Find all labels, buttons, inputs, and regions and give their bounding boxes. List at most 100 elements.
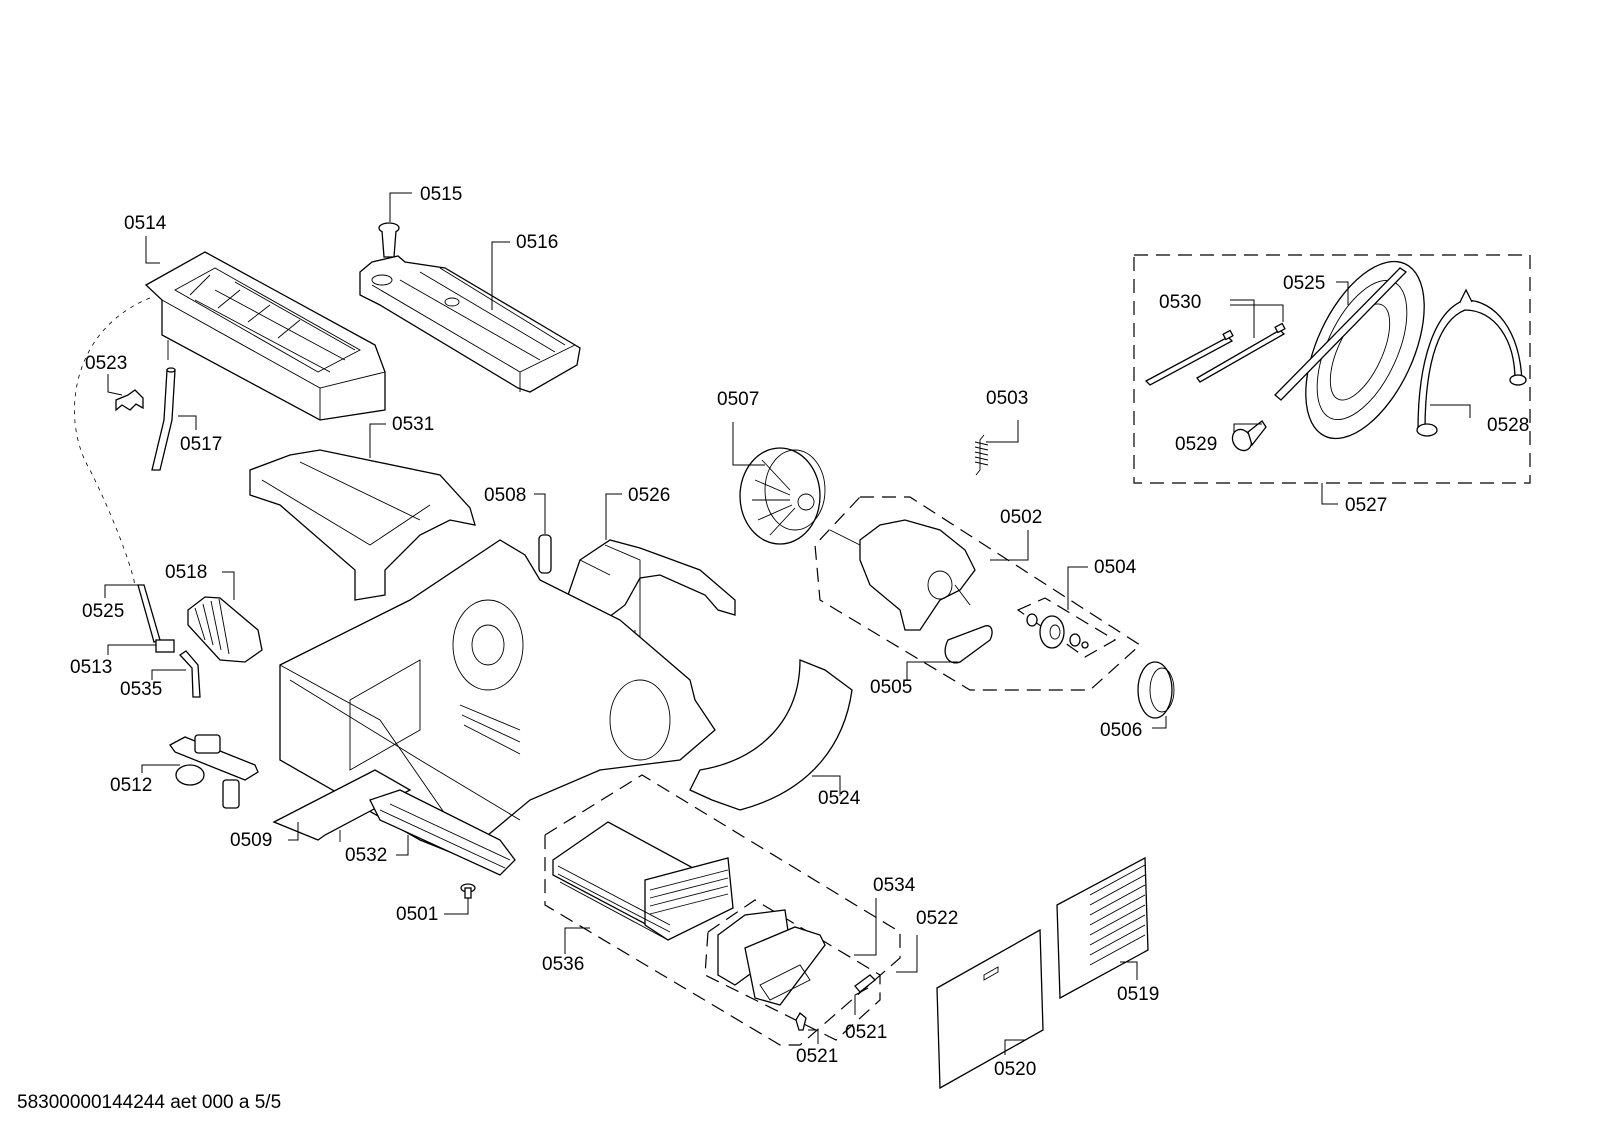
label-0526: 0526 — [628, 485, 670, 506]
part-0532-base-strip[interactable] — [369, 789, 516, 876]
label-0535: 0535 — [120, 679, 162, 700]
label-0509: 0509 — [230, 830, 272, 851]
label-0528: 0528 — [1487, 415, 1529, 436]
label-0522: 0522 — [916, 908, 958, 929]
label-0503: 0503 — [986, 388, 1028, 409]
part-0515-filler-neck[interactable] — [378, 222, 400, 258]
leader-0521-b — [854, 987, 869, 1015]
part-0509-cover-plate[interactable] — [272, 769, 412, 842]
leader-0528 — [1430, 404, 1471, 418]
part-0519-grille-panel[interactable] — [1056, 856, 1149, 1000]
part-0523-hose-clip[interactable] — [115, 389, 144, 412]
leader-0535 — [151, 669, 186, 680]
label-0519: 0519 — [1117, 984, 1159, 1005]
leader-0509 — [288, 822, 299, 841]
leader-0503 — [986, 420, 1019, 443]
label-0531: 0531 — [392, 414, 434, 435]
label-0507: 0507 — [717, 389, 759, 410]
leader-0529 — [1233, 423, 1262, 432]
label-0505: 0505 — [870, 677, 912, 698]
part-0514-housing[interactable] — [144, 251, 386, 421]
leader-0526 — [605, 493, 622, 540]
leader-0502 — [990, 530, 1029, 561]
label-0521-b: 0521 — [845, 1022, 887, 1043]
part-0521-latch-b[interactable] — [854, 974, 876, 993]
label-0501: 0501 — [396, 904, 438, 925]
group-0504-boundary — [1016, 597, 1117, 658]
leader-0505 — [906, 661, 958, 681]
group-0527-boundary — [1133, 254, 1531, 484]
label-0506: 0506 — [1100, 720, 1142, 741]
leader-0517 — [178, 415, 197, 430]
label-0529: 0529 — [1175, 434, 1217, 455]
routing-line — [74, 297, 151, 586]
part-0524-seal[interactable] — [689, 659, 853, 811]
label-0513: 0513 — [70, 657, 112, 678]
label-0525-left: 0525 — [82, 601, 124, 622]
part-0516-water-container[interactable] — [359, 255, 581, 393]
part-0502-motor[interactable] — [829, 519, 976, 631]
document-footer-code: 58300000144244 aet 000 a 5/5 — [17, 1092, 282, 1113]
leader-0520 — [1004, 1039, 1025, 1055]
leader-0506 — [1152, 716, 1167, 729]
label-0532: 0532 — [345, 845, 387, 866]
part-0529-connector[interactable] — [1229, 420, 1267, 454]
leader-0501 — [444, 898, 469, 915]
part-0530-cable-ties[interactable] — [1144, 322, 1286, 386]
leader-0518 — [222, 571, 235, 600]
label-0502: 0502 — [1000, 507, 1042, 528]
label-0525-kit: 0525 — [1283, 273, 1325, 294]
leader-0523 — [107, 374, 123, 396]
part-0525-hose-left[interactable] — [137, 584, 161, 643]
part-0520-door-flap[interactable] — [936, 928, 1044, 1090]
part-0512-pump[interactable] — [169, 734, 259, 809]
leader-0536 — [564, 927, 590, 954]
part-0521-latch-a[interactable] — [795, 1012, 807, 1031]
part-0504-pulley-set[interactable] — [1026, 613, 1089, 649]
label-0530: 0530 — [1159, 292, 1201, 313]
label-0516: 0516 — [516, 232, 558, 253]
leader-0524 — [812, 775, 841, 796]
leader-0531 — [369, 423, 386, 458]
part-0517-hose[interactable] — [151, 367, 176, 471]
leader-0534 — [854, 898, 877, 956]
leader-0521-a — [808, 1029, 819, 1044]
leader-0530 — [1230, 299, 1284, 338]
part-0535-hose-piece[interactable] — [179, 650, 201, 698]
part-0505-belt[interactable] — [944, 625, 993, 664]
leader-0515 — [389, 192, 412, 222]
leader-0504 — [1067, 566, 1088, 610]
part-0536-heat-exchanger[interactable] — [552, 821, 734, 941]
group-0534-boundary — [704, 899, 881, 1041]
label-0508: 0508 — [484, 485, 526, 506]
leader-0508 — [534, 493, 546, 534]
label-0517: 0517 — [180, 434, 222, 455]
part-0503-spring[interactable] — [974, 434, 989, 476]
part-0531-air-duct[interactable] — [249, 449, 476, 601]
label-0504: 0504 — [1094, 557, 1137, 578]
part-0508-sensor[interactable] — [538, 534, 552, 574]
part-0513-clip[interactable] — [155, 639, 175, 653]
label-0536: 0536 — [542, 954, 584, 975]
part-0528-hose-bracket[interactable] — [1416, 288, 1527, 437]
group-0502-boundary — [814, 496, 1141, 691]
label-0521-a: 0521 — [796, 1046, 838, 1067]
part-0525-coiled-hose[interactable] — [1274, 244, 1449, 457]
part-0501-screw[interactable] — [460, 883, 476, 899]
leader-0516 — [491, 241, 510, 310]
leader-0507 — [732, 422, 765, 466]
label-0514: 0514 — [124, 213, 167, 234]
leader-0522 — [896, 935, 918, 973]
label-0520: 0520 — [994, 1059, 1036, 1080]
leader-0532 — [396, 835, 409, 856]
leader-0519 — [1120, 961, 1138, 980]
leader-0525-kit — [1336, 281, 1349, 305]
label-0523: 0523 — [85, 353, 127, 374]
leader-0512 — [141, 764, 180, 773]
part-0518-cover[interactable] — [187, 596, 263, 663]
part-0507-fan-wheel[interactable] — [739, 447, 826, 545]
part-0534-fluff-filter[interactable] — [717, 909, 826, 1006]
part-0506-small-fan[interactable] — [1137, 661, 1175, 719]
leader-0527 — [1321, 483, 1338, 505]
